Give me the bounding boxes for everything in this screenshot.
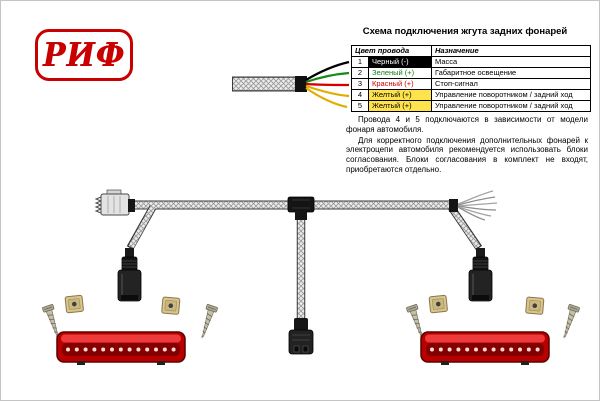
clip-icon	[64, 294, 85, 314]
table-header-row: Цвет провода Назначение	[351, 45, 591, 57]
wire-color-table: Цвет провода Назначение 1 Черный (-) Мас…	[351, 45, 591, 112]
left-lamp-connector	[117, 247, 142, 302]
page-title: Схема подключения жгута задних фонарей	[362, 26, 568, 37]
clip-icon	[525, 296, 545, 315]
clip-icon	[428, 294, 449, 314]
brake-lamp-left	[56, 331, 186, 366]
brake-lamp-right	[420, 331, 550, 366]
table-row: 4 Желтый (+) Управление поворотником / з…	[351, 89, 591, 101]
wire-color-cell: Желтый (+)	[368, 100, 432, 112]
right-lamp-connector	[468, 247, 493, 302]
frayed-wire-ends	[449, 190, 498, 221]
clip-icon	[161, 296, 181, 315]
t-junction-joint	[287, 196, 315, 220]
screw-icon	[196, 303, 219, 341]
screw-icon	[558, 303, 581, 341]
brand-logo-text: РИФ	[42, 36, 126, 74]
main-harness-cable	[126, 200, 483, 321]
note-paragraph: Провода 4 и 5 подключаются в зависимости…	[346, 115, 588, 134]
wire-fan-illustration	[232, 60, 350, 109]
table-row: 5 Желтый (+) Управление поворотником / з…	[351, 100, 591, 112]
center-branch-connector	[288, 318, 314, 355]
notes-block: Провода 4 и 5 подключаются в зависимости…	[346, 115, 588, 176]
note-paragraph: Для корректного подключения дополнительн…	[346, 135, 588, 174]
brand-logo: РИФ	[35, 29, 133, 81]
vehicle-connector	[94, 189, 135, 216]
table-row: 1 Черный (-) Масса	[351, 56, 591, 68]
wire-purpose-cell: Управление поворотником / задний ход	[431, 100, 591, 112]
